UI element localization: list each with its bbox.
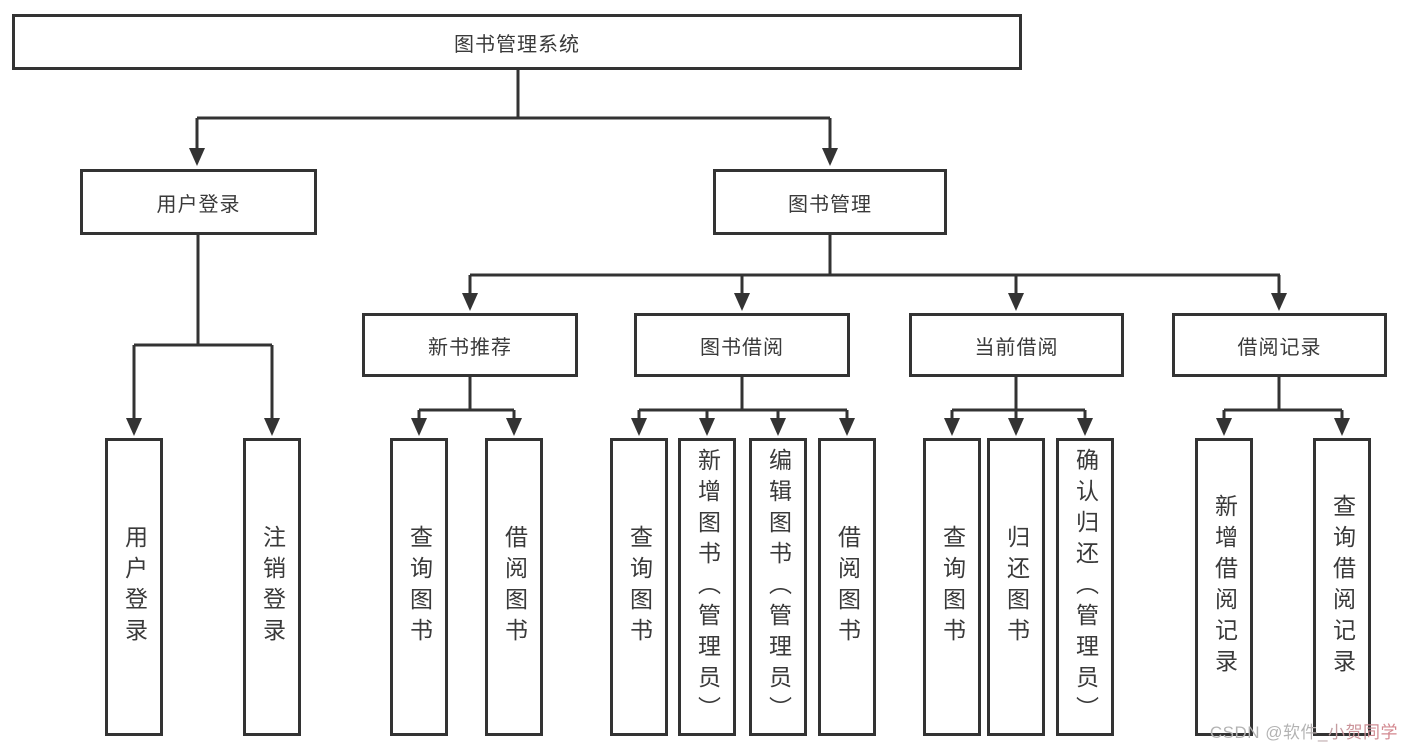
node-confirm-return-admin: 确认归还（管理员） (1056, 438, 1114, 736)
node-borrow-books-recommend: 借阅图书 (485, 438, 543, 736)
csdn-watermark: CSDN @软件_小贺同学 (1210, 718, 1398, 743)
node-book-borrowing: 图书借阅 (634, 313, 850, 377)
node-library-management-system: 图书管理系统 (12, 14, 1022, 70)
node-new-book-recommend: 新书推荐 (362, 313, 578, 377)
node-user-login: 用户登录 (80, 169, 317, 235)
node-label: 查询图书 (939, 525, 966, 649)
node-borrow-books-borrow: 借阅图书 (818, 438, 876, 736)
node-label: 查询图书 (406, 525, 433, 649)
node-label: 注销登录 (259, 525, 286, 649)
node-label: 查询借阅记录 (1329, 494, 1356, 680)
node-label: 当前借阅 (974, 336, 1059, 359)
node-add-books-admin: 新增图书（管理员） (678, 438, 736, 736)
node-label: 编辑图书（管理员） (765, 447, 792, 727)
node-book-management: 图书管理 (713, 169, 947, 235)
node-label: 用户登录 (121, 525, 148, 649)
node-user-login-op: 用户登录 (105, 438, 163, 736)
node-query-books-borrow: 查询图书 (610, 438, 668, 736)
node-label: 新增图书（管理员） (694, 447, 721, 727)
node-label: 查询图书 (626, 525, 653, 649)
node-label: 新增借阅记录 (1211, 494, 1238, 680)
node-current-borrowing: 当前借阅 (909, 313, 1124, 377)
node-label: 新书推荐 (428, 336, 512, 359)
node-edit-books-admin: 编辑图书（管理员） (749, 438, 807, 736)
node-label: 图书管理系统 (454, 33, 580, 56)
node-label: 借阅图书 (501, 525, 528, 649)
node-add-borrow-record: 新增借阅记录 (1195, 438, 1253, 736)
node-label: 归还图书 (1003, 525, 1030, 649)
node-label: 确认归还（管理员） (1072, 447, 1099, 727)
node-label: 图书管理 (788, 193, 872, 216)
node-label: 用户登录 (156, 193, 241, 216)
node-borrowing-records: 借阅记录 (1172, 313, 1387, 377)
node-label: 图书借阅 (700, 336, 784, 359)
node-return-books: 归还图书 (987, 438, 1045, 736)
node-query-books-current: 查询图书 (923, 438, 981, 736)
node-query-borrow-record: 查询借阅记录 (1313, 438, 1371, 736)
node-query-books-recommend: 查询图书 (390, 438, 448, 736)
node-label: 借阅记录 (1237, 336, 1322, 359)
node-label: 借阅图书 (834, 525, 861, 649)
node-logout-op: 注销登录 (243, 438, 301, 736)
